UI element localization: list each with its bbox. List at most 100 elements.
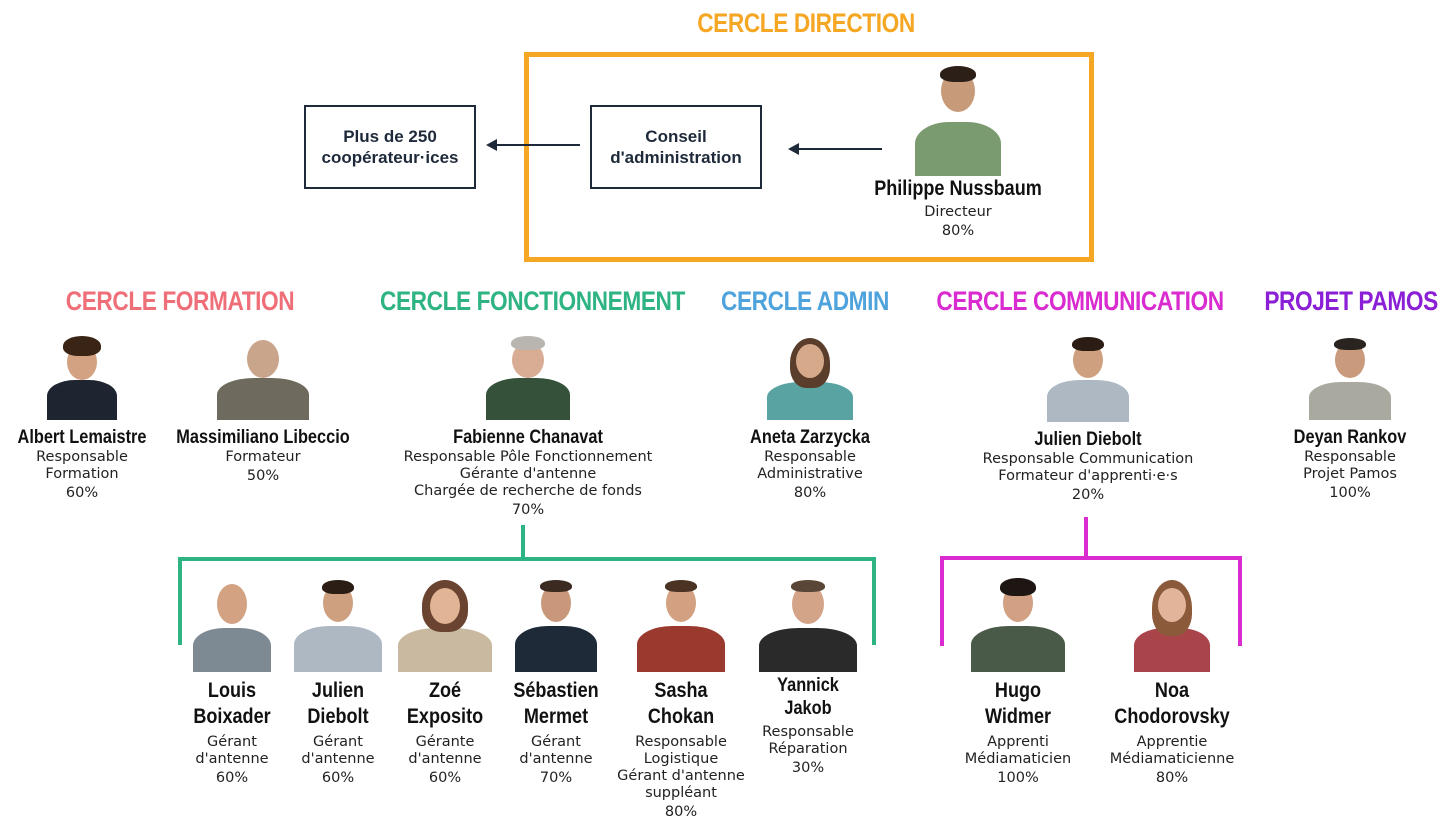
name-hugo-1: Hugo [994,679,1042,702]
pct-noa: 80% [1155,770,1189,786]
pct-sebastien: 70% [539,770,573,786]
role-julien-communication-1: Responsable Communication [982,451,1194,467]
pct-yannick: 30% [791,760,825,776]
role-louis-1: Gérant [207,734,257,750]
arrow-line-to-conseil [796,148,882,150]
role-yannick-2: Réparation [768,741,848,757]
name-sasha-2: Chokan [647,705,715,728]
role-deyan-2: Projet Pamos [1303,466,1397,482]
role-noa-2: Médiamaticienne [1109,751,1235,767]
name-sasha-1: Sasha [654,679,708,702]
role-sasha-4: suppléant [645,785,717,801]
photo-hugo [970,578,1066,672]
pct-fabienne: 70% [511,502,545,518]
role-deyan-1: Responsable [1304,449,1396,465]
photo-julien-fonctionnement [293,578,383,672]
name-julien-communication: Julien Diebolt [1034,429,1142,450]
photo-deyan [1308,334,1392,420]
conseil-box: Conseil d'administration [590,105,762,189]
name-philippe: Philippe Nussbaum [874,177,1042,200]
role-fabienne-2: Gérante d'antenne [459,466,597,482]
pct-julien-fonctionnement: 60% [321,770,355,786]
pct-sasha: 80% [664,804,698,820]
person-fabienne: Fabienne Chanavat Responsable Pôle Fonct… [378,334,678,520]
pct-zoe: 60% [428,770,462,786]
pct-hugo: 100% [997,770,1039,786]
name-deyan: Deyan Rankov [1293,427,1407,448]
name-noa-2: Chodorovsky [1114,705,1230,728]
arrow-to-cooperateurs [486,139,497,151]
arrow-line-to-cooperateurs [494,144,580,146]
photo-sasha [636,578,726,672]
photo-fabienne [485,334,571,420]
role-fabienne-1: Responsable Pôle Fonctionnement [403,449,653,465]
role-yannick-1: Responsable [762,724,854,740]
cooperateurs-line-2: coopérateur·ices [321,148,459,167]
pct-louis: 60% [215,770,249,786]
role-sebastien-1: Gérant [531,734,581,750]
role-julien-fonctionnement-1: Gérant [313,734,363,750]
person-yannick: Yannick Jakob Responsable Réparation 30% [746,578,870,778]
name-albert: Albert Lemaistre [17,427,147,448]
name-yannick-2: Jakob [784,698,832,719]
person-noa: Noa Chodorovsky Apprentie Médiamaticienn… [1092,578,1252,788]
photo-philippe [913,62,1003,176]
role-zoe-2: d'antenne [408,751,482,767]
person-sasha: Sasha Chokan Responsable Logistique Géra… [606,578,756,822]
role-fabienne-3: Chargée de recherche de fonds [414,483,642,499]
name-noa-1: Noa [1154,679,1190,702]
role-julien-fonctionnement-2: d'antenne [301,751,375,767]
connector-fonctionnement-right [872,557,876,645]
name-fabienne: Fabienne Chanavat [453,427,603,448]
role-aneta-2: Administrative [757,466,863,482]
role-louis-2: d'antenne [195,751,269,767]
photo-zoe [397,578,493,672]
name-zoe-2: Exposito [406,705,484,728]
connector-fonctionnement-bar [178,557,876,561]
role-philippe: Directeur [924,204,992,220]
photo-julien-communication [1046,334,1130,422]
role-hugo-1: Apprenti [987,734,1049,750]
connector-communication-stem [1084,517,1088,560]
role-albert-2: Formation [45,466,119,482]
person-sebastien: Sébastien Mermet Gérant d'antenne 70% [500,578,612,788]
role-julien-communication-2: Formateur d'apprenti·e·s [998,468,1178,484]
arrow-to-conseil [788,143,799,155]
role-albert-1: Responsable [36,449,128,465]
role-aneta-1: Responsable [764,449,856,465]
cooperateurs-box: Plus de 250 coopérateur·ices [304,105,476,189]
connector-communication-bar [940,556,1242,560]
role-noa-1: Apprentie [1136,734,1208,750]
cooperateurs-line-1: Plus de 250 [343,127,437,146]
pct-julien-communication: 20% [1071,487,1105,503]
name-sebastien-1: Sébastien [513,679,599,702]
direction-frame [524,52,1094,262]
person-aneta: Aneta Zarzycka Responsable Administrativ… [720,334,900,503]
circle-title-formation: CERCLE FORMATION [65,286,295,316]
photo-louis [192,578,272,672]
photo-aneta [766,334,854,420]
conseil-line-1: Conseil [645,127,707,146]
circle-title-admin: CERCLE ADMIN [721,286,889,316]
connector-communication-right [1238,556,1242,646]
pct-albert: 60% [65,485,99,501]
circle-title-communication: CERCLE COMMUNICATION [936,286,1224,316]
photo-noa [1133,578,1211,672]
circle-title-pamos: PROJET PAMOS [1264,286,1438,316]
role-sasha-1: Responsable [635,734,727,750]
circle-title-fonctionnement: CERCLE FONCTIONNEMENT [380,286,685,316]
role-sasha-3: Gérant d'antenne [617,768,745,784]
person-zoe: Zoé Exposito Gérante d'antenne 60% [390,578,500,788]
photo-massimiliano [216,334,310,420]
name-louis-1: Louis [207,679,257,702]
photo-albert [46,334,118,420]
role-hugo-2: Médiamaticien [964,751,1072,767]
person-louis: Louis Boixader Gérant d'antenne 60% [180,578,284,788]
connector-fonctionnement-stem [521,525,525,560]
photo-yannick [758,578,858,672]
name-aneta: Aneta Zarzycka [750,427,870,448]
name-louis-2: Boixader [193,705,271,728]
person-massimiliano: Massimiliano Libeccio Formateur 50% [158,334,368,486]
name-yannick-1: Yannick [777,675,839,696]
person-deyan: Deyan Rankov Responsable Projet Pamos 10… [1270,334,1430,503]
